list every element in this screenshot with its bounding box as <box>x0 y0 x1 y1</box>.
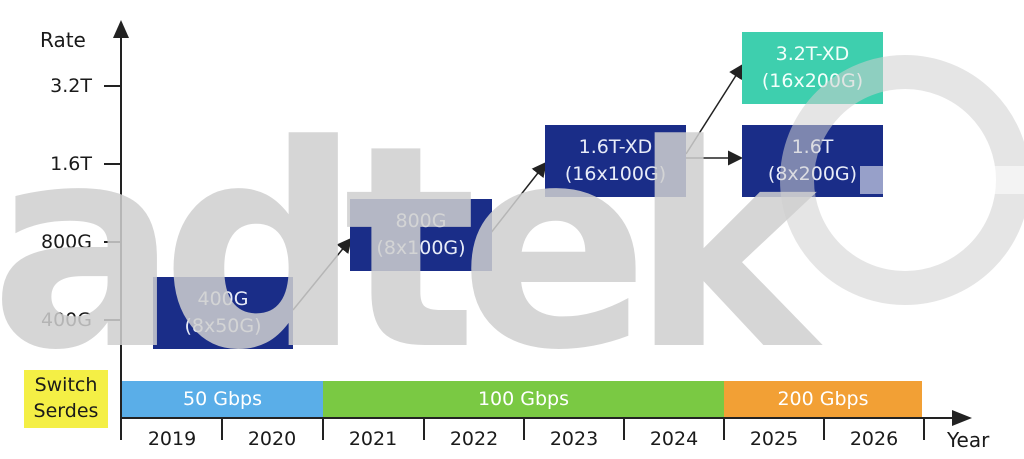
node-400g-config: (8x50G) <box>184 315 262 337</box>
y-label-3.2T: 3.2T <box>50 75 92 97</box>
arrow-1.6T-XD-to-3.2T-XD <box>685 63 744 155</box>
node-1.6t: 1.6T (8x200G) <box>742 125 883 197</box>
year-label-2019: 2019 <box>147 428 197 450</box>
node-800g: 800G (8x100G) <box>350 199 492 271</box>
year-label-2023: 2023 <box>549 428 599 450</box>
x-axis-title: Year <box>947 428 990 452</box>
node-1.6t-xd: 1.6T-XD (16x100G) <box>545 125 686 197</box>
serdes-band-200g: 200 Gbps <box>724 381 922 417</box>
x-axis-arrowhead <box>952 410 972 426</box>
serdes-band-50g: 50 Gbps <box>122 381 323 417</box>
year-label-2025: 2025 <box>749 428 799 450</box>
year-label-2021: 2021 <box>348 428 398 450</box>
switch-serdes-label: Switch Serdes <box>24 370 108 428</box>
node-1.6t-xd-config: (16x100G) <box>564 163 667 185</box>
node-1.6t-xd-rate: 1.6T-XD <box>578 136 653 158</box>
node-3.2t-xd: 3.2T-XD (16x200G) <box>742 32 883 104</box>
year-label-2020: 2020 <box>247 428 297 450</box>
node-3.2t-xd-config: (16x200G) <box>761 70 864 92</box>
serdes-band-100g: 100 Gbps <box>323 381 724 417</box>
node-800g-rate: 800G <box>395 210 447 232</box>
y-label-1.6T: 1.6T <box>50 153 92 175</box>
year-label-2026: 2026 <box>849 428 899 450</box>
node-400g-rate: 400G <box>197 288 249 310</box>
year-label-2022: 2022 <box>449 428 499 450</box>
switch-serdes-line2: Serdes <box>33 400 99 422</box>
year-label-2024: 2024 <box>649 428 699 450</box>
y-axis-title: Rate <box>40 28 86 52</box>
node-1.6t-rate: 1.6T <box>791 136 834 158</box>
y-label-400G: 400G <box>41 309 92 331</box>
y-label-800G: 800G <box>41 231 92 253</box>
node-1.6t-config: (8x200G) <box>767 163 858 185</box>
arrow-800G-to-1.6T-XD <box>489 161 547 235</box>
node-400g: 400G (8x50G) <box>153 277 293 349</box>
node-800g-config: (8x100G) <box>376 237 466 259</box>
switch-serdes-line1: Switch <box>34 374 98 396</box>
y-axis-arrowhead <box>113 20 129 38</box>
node-3.2t-xd-rate: 3.2T-XD <box>775 43 850 65</box>
arrow-400G-to-800G <box>292 237 352 311</box>
